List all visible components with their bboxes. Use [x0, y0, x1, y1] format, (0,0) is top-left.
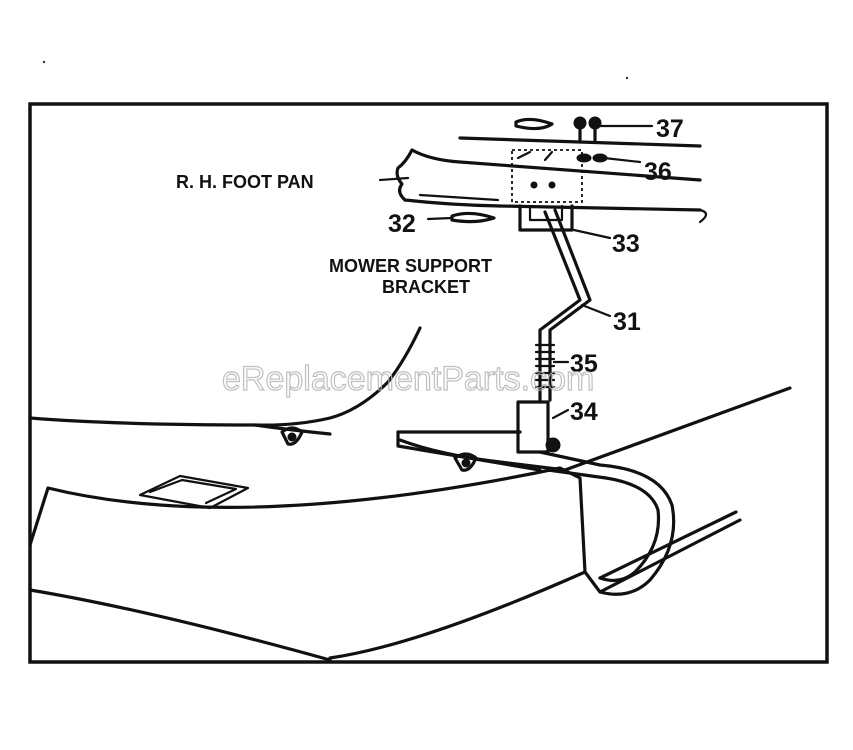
support-arm — [396, 430, 742, 596]
sleeve — [516, 400, 561, 454]
leader-lines — [378, 124, 654, 420]
wing-nuts — [280, 426, 478, 472]
hairpin-clip — [514, 116, 602, 142]
diagram-frame — [28, 102, 829, 664]
part-number-31: 31 — [613, 308, 641, 336]
part-number-32: 32 — [388, 210, 416, 238]
mower-support-bracket-part — [511, 149, 583, 232]
threaded-end — [534, 343, 556, 389]
part-number-33: 33 — [612, 230, 640, 258]
scan-specks — [42, 60, 629, 80]
foot-pan-label: R. H. FOOT PAN — [176, 172, 314, 192]
mower-support-label-line1: MOWER SUPPORT — [329, 256, 492, 276]
part-number-35: 35 — [570, 350, 598, 378]
part-number-34: 34 — [570, 398, 598, 426]
part-number-37: 37 — [656, 115, 684, 143]
foot-pan-plate — [395, 136, 708, 224]
mower-support-label-line2: BRACKET — [382, 277, 470, 297]
clevis-pin — [450, 211, 496, 224]
nuts — [576, 153, 608, 163]
watermark: eReplacementParts.com — [222, 360, 594, 398]
part-number-36: 36 — [644, 158, 672, 186]
